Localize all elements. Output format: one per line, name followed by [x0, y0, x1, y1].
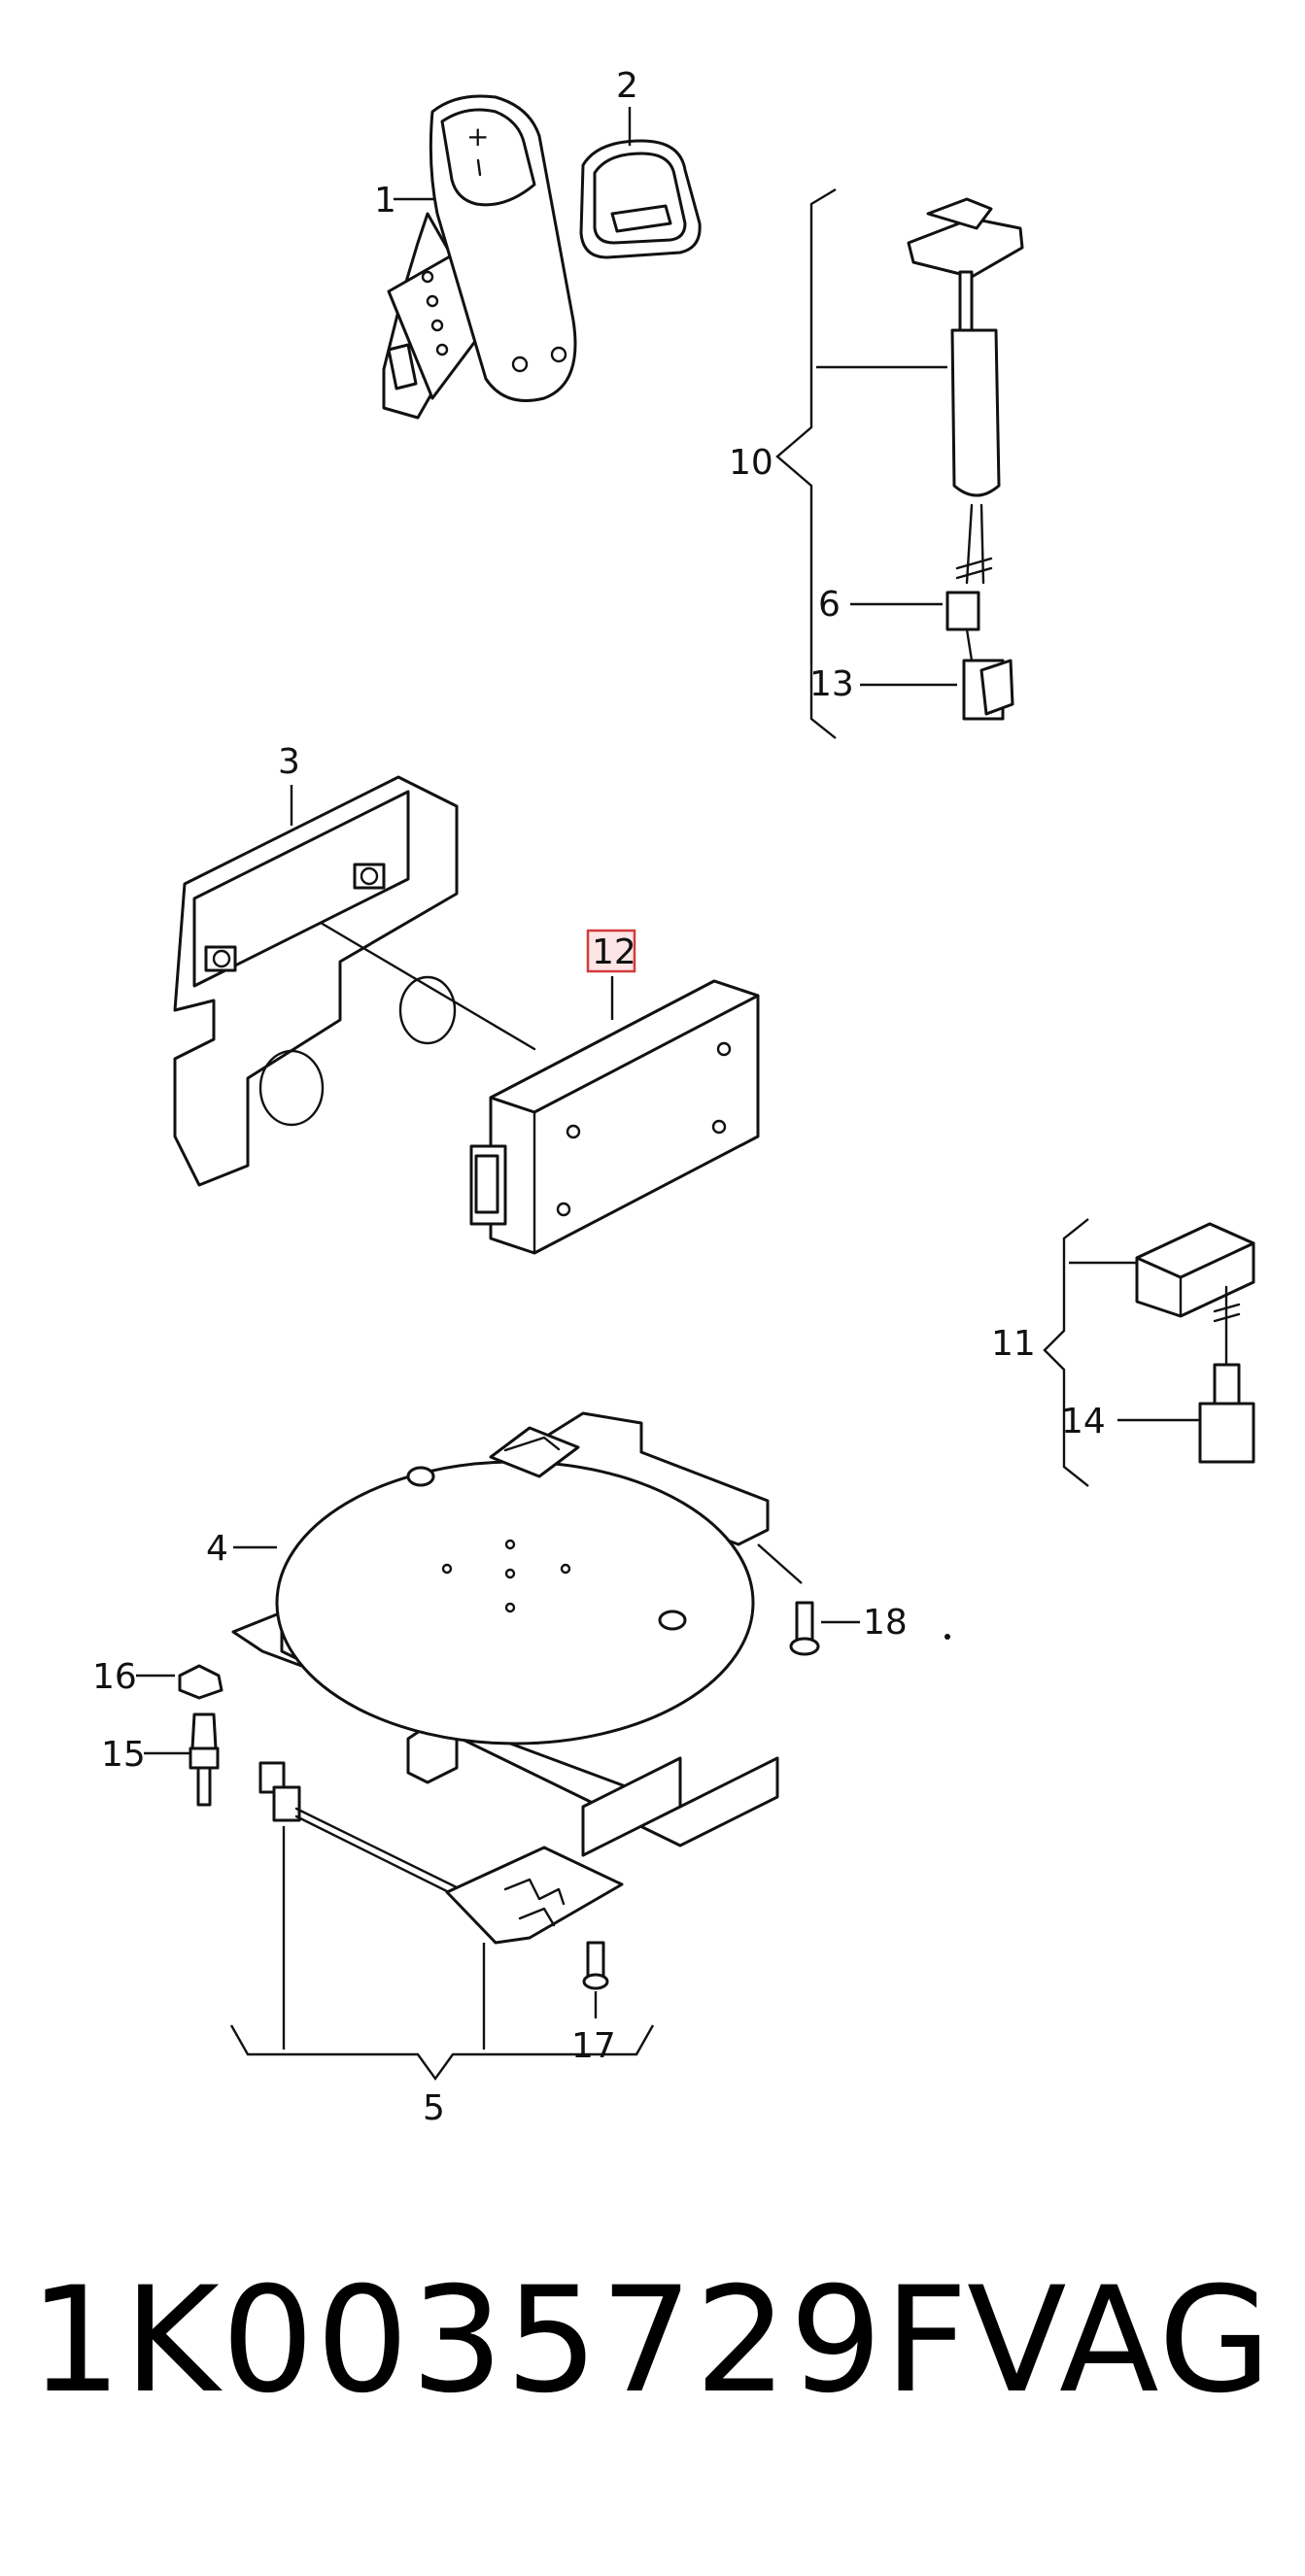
part-4-base-plate — [231, 1411, 779, 1857]
callout-6: 6 — [818, 585, 841, 625]
callout-12: 12 — [592, 932, 636, 972]
callout-5: 5 — [423, 2088, 445, 2128]
callout-13: 13 — [809, 664, 854, 704]
part-11-sensor-assembly — [1043, 1218, 1255, 1487]
callout-4: 4 — [206, 1529, 228, 1569]
part-5-cable-assembly — [229, 1761, 655, 2082]
part-10-microphone-assembly — [775, 187, 1024, 739]
part-16-clip — [136, 1664, 223, 1700]
callout-3: 3 — [278, 742, 300, 782]
callout-18: 18 — [863, 1603, 908, 1643]
part-15-pin — [144, 1712, 220, 1807]
callout-10: 10 — [729, 443, 773, 483]
callout-11: 11 — [991, 1324, 1036, 1364]
brand-name: VAG — [967, 2256, 1274, 2425]
part-18-screw — [757, 1543, 950, 1656]
leader-5 — [229, 2024, 655, 2082]
part-1-handset: + — [382, 94, 577, 420]
svg-text:+: + — [466, 120, 489, 153]
callout-15: 15 — [101, 1735, 146, 1775]
part-number: 1K0035729F — [29, 2256, 971, 2425]
callout-2: 2 — [616, 66, 638, 106]
part-3-bracket — [173, 775, 536, 1187]
part-2-cover — [579, 107, 702, 259]
callout-14: 14 — [1061, 1402, 1106, 1441]
callout-12-highlight — [586, 929, 636, 973]
parts-diagram: + 1 2 10 6 13 — [92, 66, 1255, 2128]
callout-1: 1 — [374, 181, 396, 220]
footer-caption: 1K0035729F VAG — [0, 2234, 1305, 2428]
callout-17: 17 — [571, 2026, 616, 2066]
callout-16: 16 — [92, 1657, 137, 1697]
part-12-control-unit — [469, 976, 760, 1255]
